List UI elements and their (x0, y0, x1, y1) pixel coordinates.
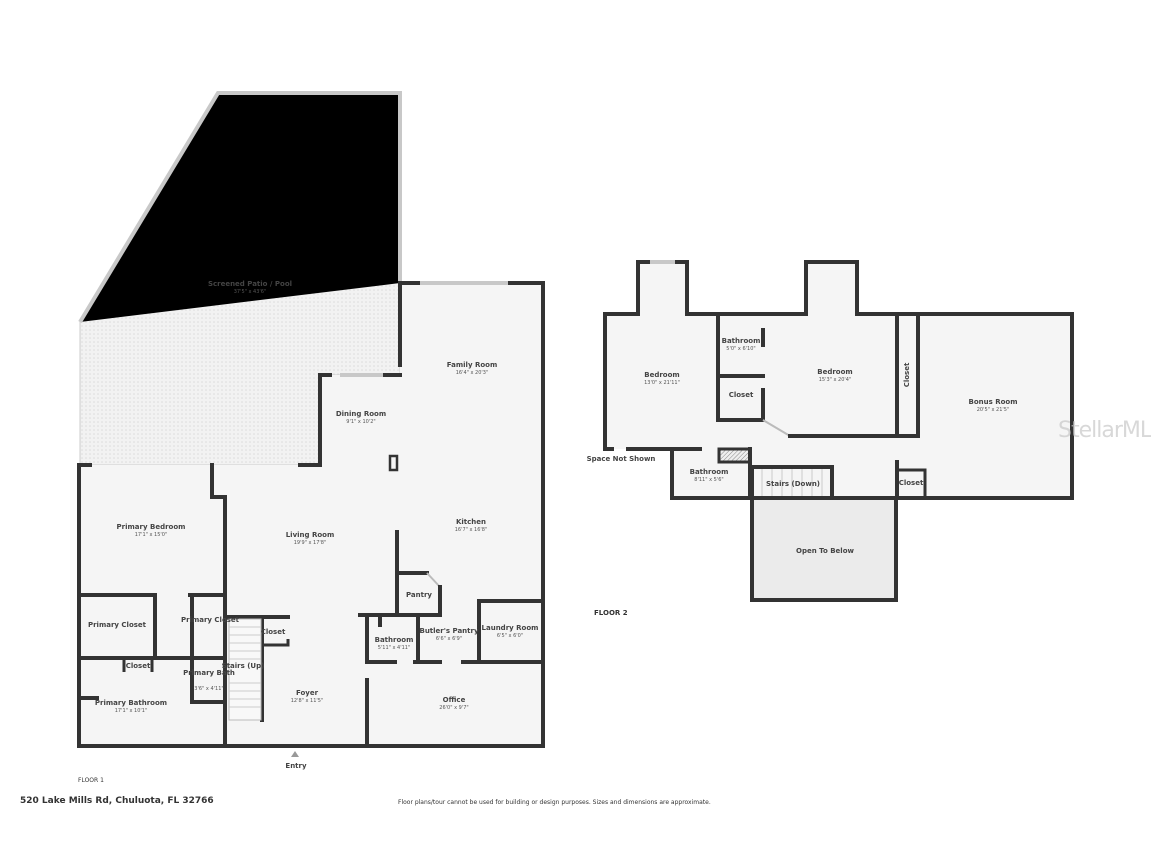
chase-hatch (717, 447, 752, 464)
stairs-down (750, 465, 834, 500)
room-label: Closet (903, 362, 911, 387)
room-label: Family Room (447, 361, 498, 369)
room-dims: 15'3" x 20'4" (819, 377, 852, 383)
room-label: Living Room (286, 531, 335, 539)
space-not-shown-label: Space Not Shown (587, 455, 656, 463)
room-dims: 20'5" x 21'5" (977, 407, 1010, 413)
room-dims: 16'4" x 20'3" (456, 370, 489, 376)
room-label: Foyer (296, 689, 319, 697)
room-label: Bathroom (722, 337, 761, 345)
stairs-up (226, 615, 290, 722)
room-label: Bathroom (375, 636, 414, 644)
room-label: Butler's Pantry (419, 627, 478, 635)
room-label: Primary Closet (88, 621, 147, 629)
room-dims: 3'6" x 4'11" (194, 686, 223, 692)
room-label: Office (443, 696, 466, 704)
room-dims: 9'1" x 10'2" (346, 419, 375, 425)
room-label: Stairs (Down) (766, 480, 820, 488)
room-label: Open To Below (796, 547, 855, 555)
room-dims: 12'8" x 11'5" (291, 698, 324, 704)
room-label: Screened Patio / Pool (208, 280, 292, 288)
room-label: Kitchen (456, 518, 486, 526)
entry-label: Entry (285, 762, 307, 770)
open-to-below-area (750, 496, 898, 602)
room-label: Bonus Room (968, 398, 1017, 406)
floor-2-label: FLOOR 2 (594, 609, 628, 617)
room-dims: 5'0" x 6'10" (726, 346, 755, 352)
room-dims: 13'0" x 21'11" (644, 380, 680, 386)
room-label: Stairs (Up) (222, 662, 265, 670)
room-dims: 19'9" x 17'8" (294, 540, 327, 546)
room-dims: 17'1" x 15'0" (135, 532, 168, 538)
room-label: Primary Bedroom (117, 523, 186, 531)
room-label: Primary Bathroom (95, 699, 167, 707)
room-dims: 5'11" x 4'11" (378, 645, 411, 651)
disclaimer: Floor plans/tour cannot be used for buil… (398, 799, 711, 806)
floor-1-label: FLOOR 1 (78, 777, 104, 784)
room-label: Bedroom (817, 368, 852, 376)
room-dims: 6'6" x 6'9" (436, 636, 462, 642)
entry-arrow-icon (291, 751, 299, 757)
room-label: Dining Room (336, 410, 386, 418)
floor-1-plan: Screened Patio / Pool 37'5" x 43'6" Fami… (77, 91, 545, 770)
address: 520 Lake Mills Rd, Chuluota, FL 32766 (20, 796, 214, 806)
watermark-logo: StellarMLS (1058, 418, 1151, 443)
room-label: Closet (126, 662, 151, 670)
room-label: Closet (729, 391, 754, 399)
room-dims: 17'1" x 10'1" (115, 708, 148, 714)
room-label: Laundry Room (482, 624, 539, 632)
room-label: Bedroom (644, 371, 679, 379)
floor-2-plan: Bedroom 13'0" x 21'11" Bathroom 5'0" x 6… (587, 260, 1074, 602)
room-dims: 16'7" x 16'8" (455, 527, 488, 533)
room-dims: 6'5" x 6'0" (497, 633, 523, 639)
room-label: Primary Closet (181, 616, 240, 624)
room-dims: 26'0" x 9'7" (439, 705, 468, 711)
room-label: Primary Bath (183, 669, 235, 677)
column (388, 454, 399, 472)
room-label: Pantry (406, 591, 432, 599)
room-label: Closet (899, 479, 924, 487)
room-label: Closet (261, 628, 286, 636)
room-dims: 37'5" x 43'6" (234, 289, 267, 295)
room-dims: 8'11" x 5'6" (694, 477, 723, 483)
house-floor-1 (79, 283, 543, 746)
room-label: Bathroom (690, 468, 729, 476)
